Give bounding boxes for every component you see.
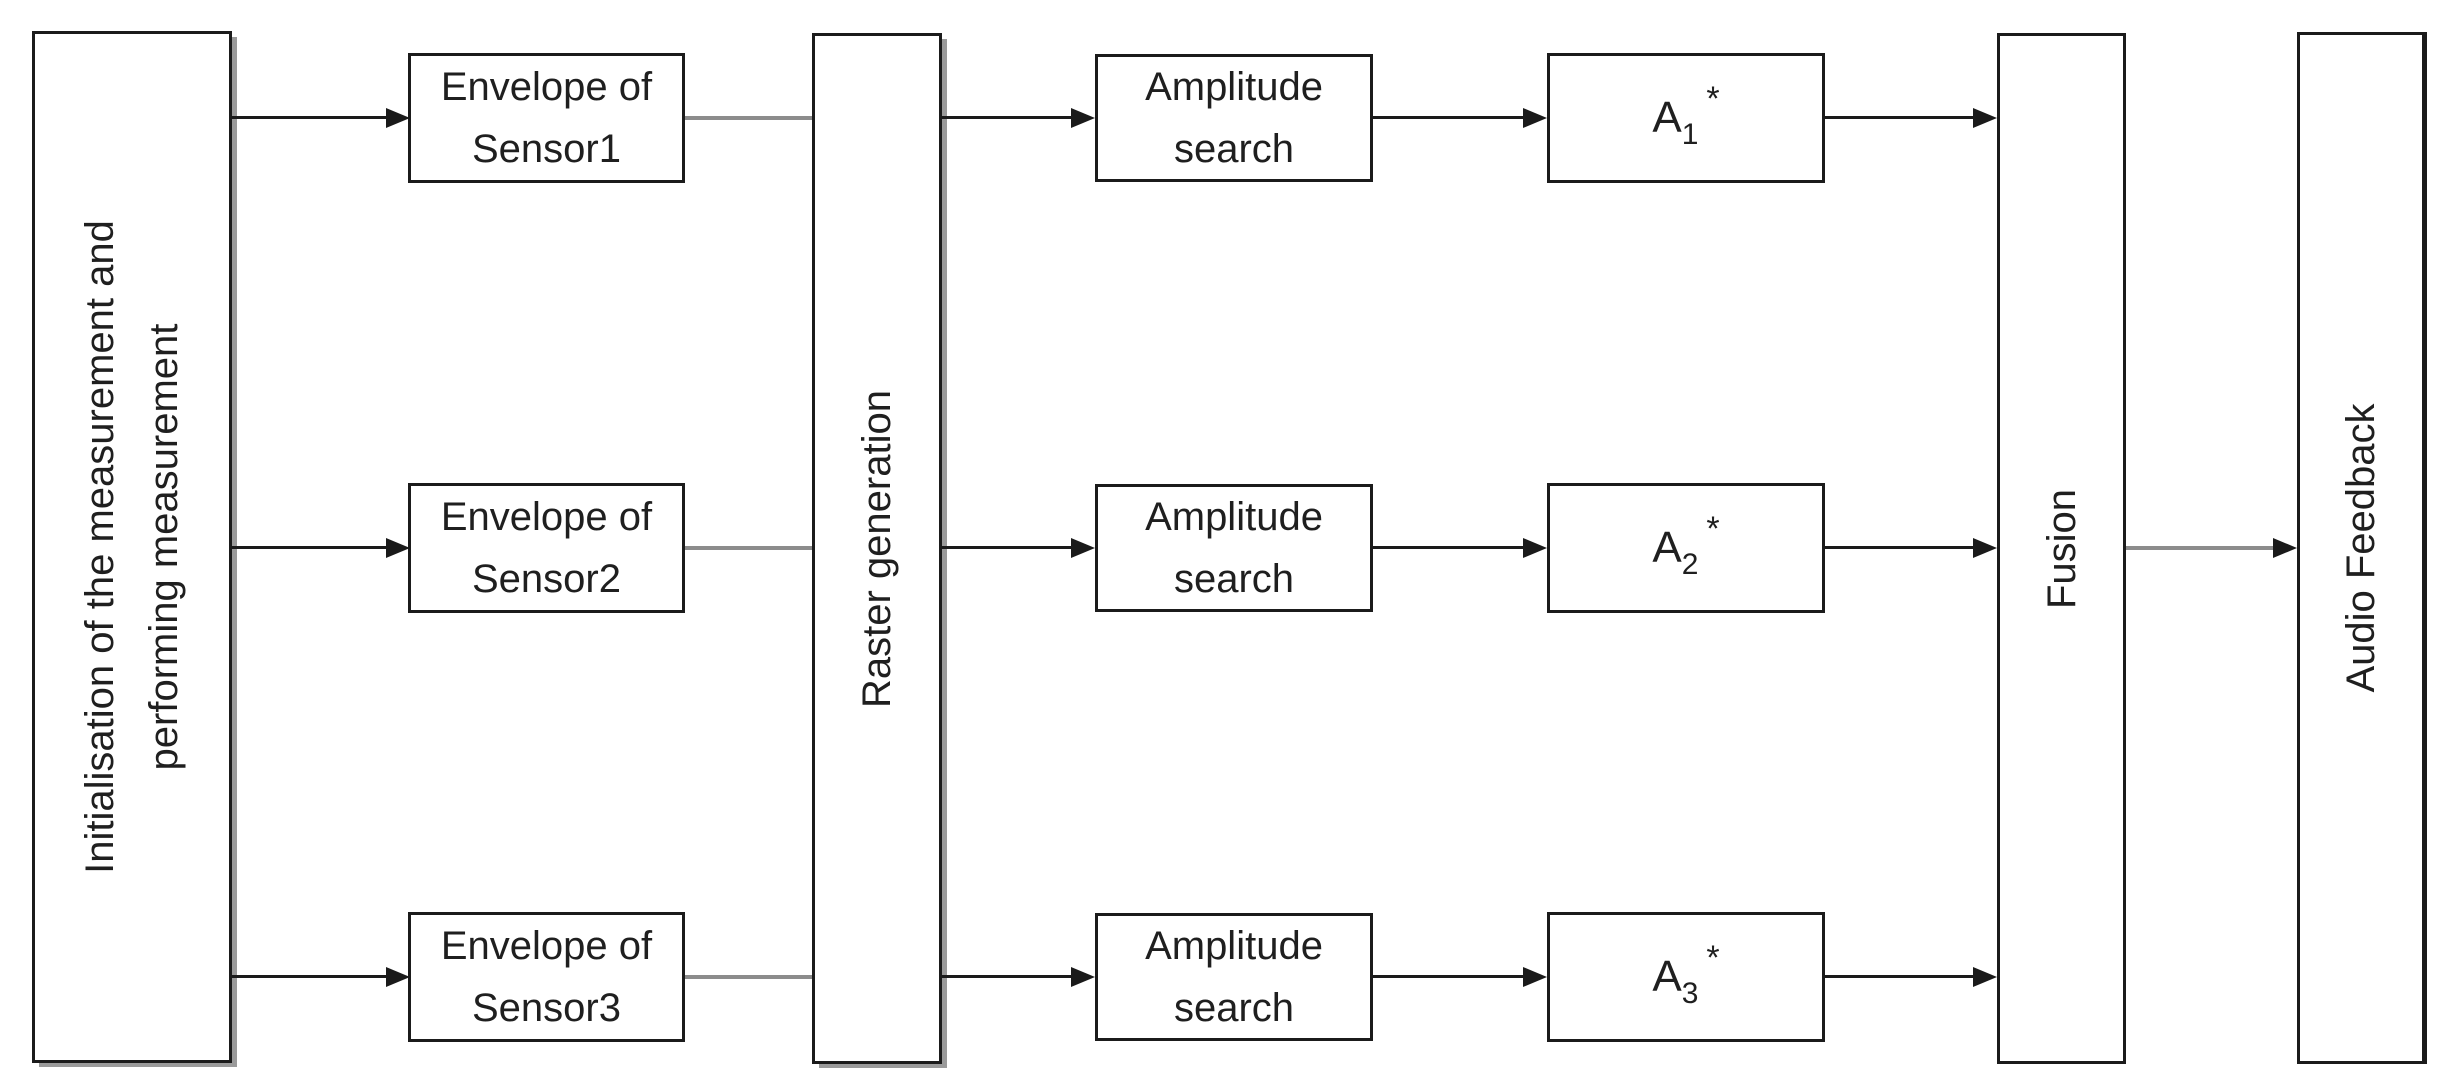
a1-star-label: A1* [1652, 82, 1719, 150]
init-label: Initialisation of the measurement and pe… [68, 52, 196, 1042]
a1-star-box: A1* [1547, 53, 1825, 183]
connector-envelope1-raster [685, 116, 812, 120]
envelope-sensor3-label: Envelope of Sensor3 [441, 915, 652, 1039]
connector-raster-amplitude1 [942, 116, 1073, 119]
arrowhead-icon [386, 967, 410, 987]
envelope-sensor1-box: Envelope of Sensor1 [408, 53, 685, 183]
connector-fusion-audio [2126, 546, 2275, 550]
envelope-sensor2-line1: Envelope of [440, 495, 653, 539]
arrowhead-icon [1523, 538, 1547, 558]
arrowhead-icon [1973, 538, 1997, 558]
envelope-sensor1-line2: Sensor1 [472, 127, 621, 171]
amplitude-search3-line1: Amplitude [1145, 924, 1323, 968]
amplitude-search2-line2: search [1173, 557, 1295, 601]
amplitude-search3-label: Amplitude search [1145, 915, 1323, 1039]
a3-superscript: * [1706, 939, 1720, 977]
connector-init-envelope2 [232, 546, 388, 549]
init-box: Initialisation of the measurement and pe… [32, 31, 232, 1063]
connector-raster-amplitude3 [942, 975, 1073, 978]
connector-amplitude3-a3 [1373, 975, 1525, 978]
connector-raster-amplitude2 [942, 546, 1073, 549]
a1-subscript: 1 [1681, 118, 1699, 151]
a2-star-label: A2* [1652, 512, 1719, 580]
a1-superscript: * [1706, 80, 1720, 118]
envelope-sensor3-box: Envelope of Sensor3 [408, 912, 685, 1042]
init-label-line1: Initialisation of the measurement and [78, 220, 122, 874]
a2-superscript: * [1706, 510, 1720, 548]
amplitude-search3-line2: search [1173, 986, 1295, 1030]
connector-envelope3-raster [685, 975, 812, 979]
arrowhead-icon [1523, 108, 1547, 128]
init-label-line2: performing measurement [142, 323, 186, 771]
connector-a1-fusion [1825, 116, 1975, 119]
arrowhead-icon [2273, 538, 2297, 558]
amplitude-search3-box: Amplitude search [1095, 913, 1373, 1041]
amplitude-search1-box: Amplitude search [1095, 54, 1373, 182]
connector-amplitude2-a2 [1373, 546, 1525, 549]
raster-generation-label: Raster generation [855, 389, 899, 708]
a3-base: A [1652, 952, 1682, 1001]
audio-feedback-box: Audio Feedback [2297, 32, 2427, 1064]
envelope-sensor2-label: Envelope of Sensor2 [441, 486, 652, 610]
arrowhead-icon [1071, 967, 1095, 987]
arrowhead-icon [1071, 108, 1095, 128]
raster-generation-box: Raster generation [812, 33, 942, 1064]
connector-init-envelope3 [232, 975, 388, 978]
a3-star-label: A3* [1652, 941, 1719, 1009]
arrowhead-icon [386, 108, 410, 128]
amplitude-search1-label: Amplitude search [1145, 56, 1323, 180]
fusion-box: Fusion [1997, 33, 2126, 1064]
amplitude-search2-box: Amplitude search [1095, 484, 1373, 612]
connector-init-envelope1 [232, 116, 388, 119]
a3-subscript: 3 [1681, 977, 1699, 1010]
a2-subscript: 2 [1681, 548, 1699, 581]
amplitude-search1-line2: search [1173, 127, 1295, 171]
envelope-sensor1-line1: Envelope of [440, 65, 653, 109]
arrowhead-icon [386, 538, 410, 558]
a3-star-box: A3* [1547, 912, 1825, 1042]
envelope-sensor1-label: Envelope of Sensor1 [441, 56, 652, 180]
arrowhead-icon [1523, 967, 1547, 987]
fusion-label: Fusion [2039, 488, 2084, 609]
envelope-sensor3-line2: Sensor3 [472, 986, 621, 1030]
connector-amplitude1-a1 [1373, 116, 1525, 119]
arrowhead-icon [1973, 967, 1997, 987]
connector-a3-fusion [1825, 975, 1975, 978]
arrowhead-icon [1973, 108, 1997, 128]
amplitude-search2-label: Amplitude search [1145, 486, 1323, 610]
amplitude-search2-line1: Amplitude [1145, 495, 1323, 539]
a2-star-box: A2* [1547, 483, 1825, 613]
envelope-sensor3-line1: Envelope of [440, 924, 653, 968]
arrowhead-icon [1071, 538, 1095, 558]
connector-a2-fusion [1825, 546, 1975, 549]
a1-base: A [1652, 93, 1682, 142]
amplitude-search1-line1: Amplitude [1145, 65, 1323, 109]
audio-feedback-label: Audio Feedback [2339, 403, 2383, 693]
envelope-sensor2-line2: Sensor2 [472, 557, 621, 601]
a2-base: A [1652, 523, 1682, 572]
connector-envelope2-raster [685, 546, 812, 550]
envelope-sensor2-box: Envelope of Sensor2 [408, 483, 685, 613]
